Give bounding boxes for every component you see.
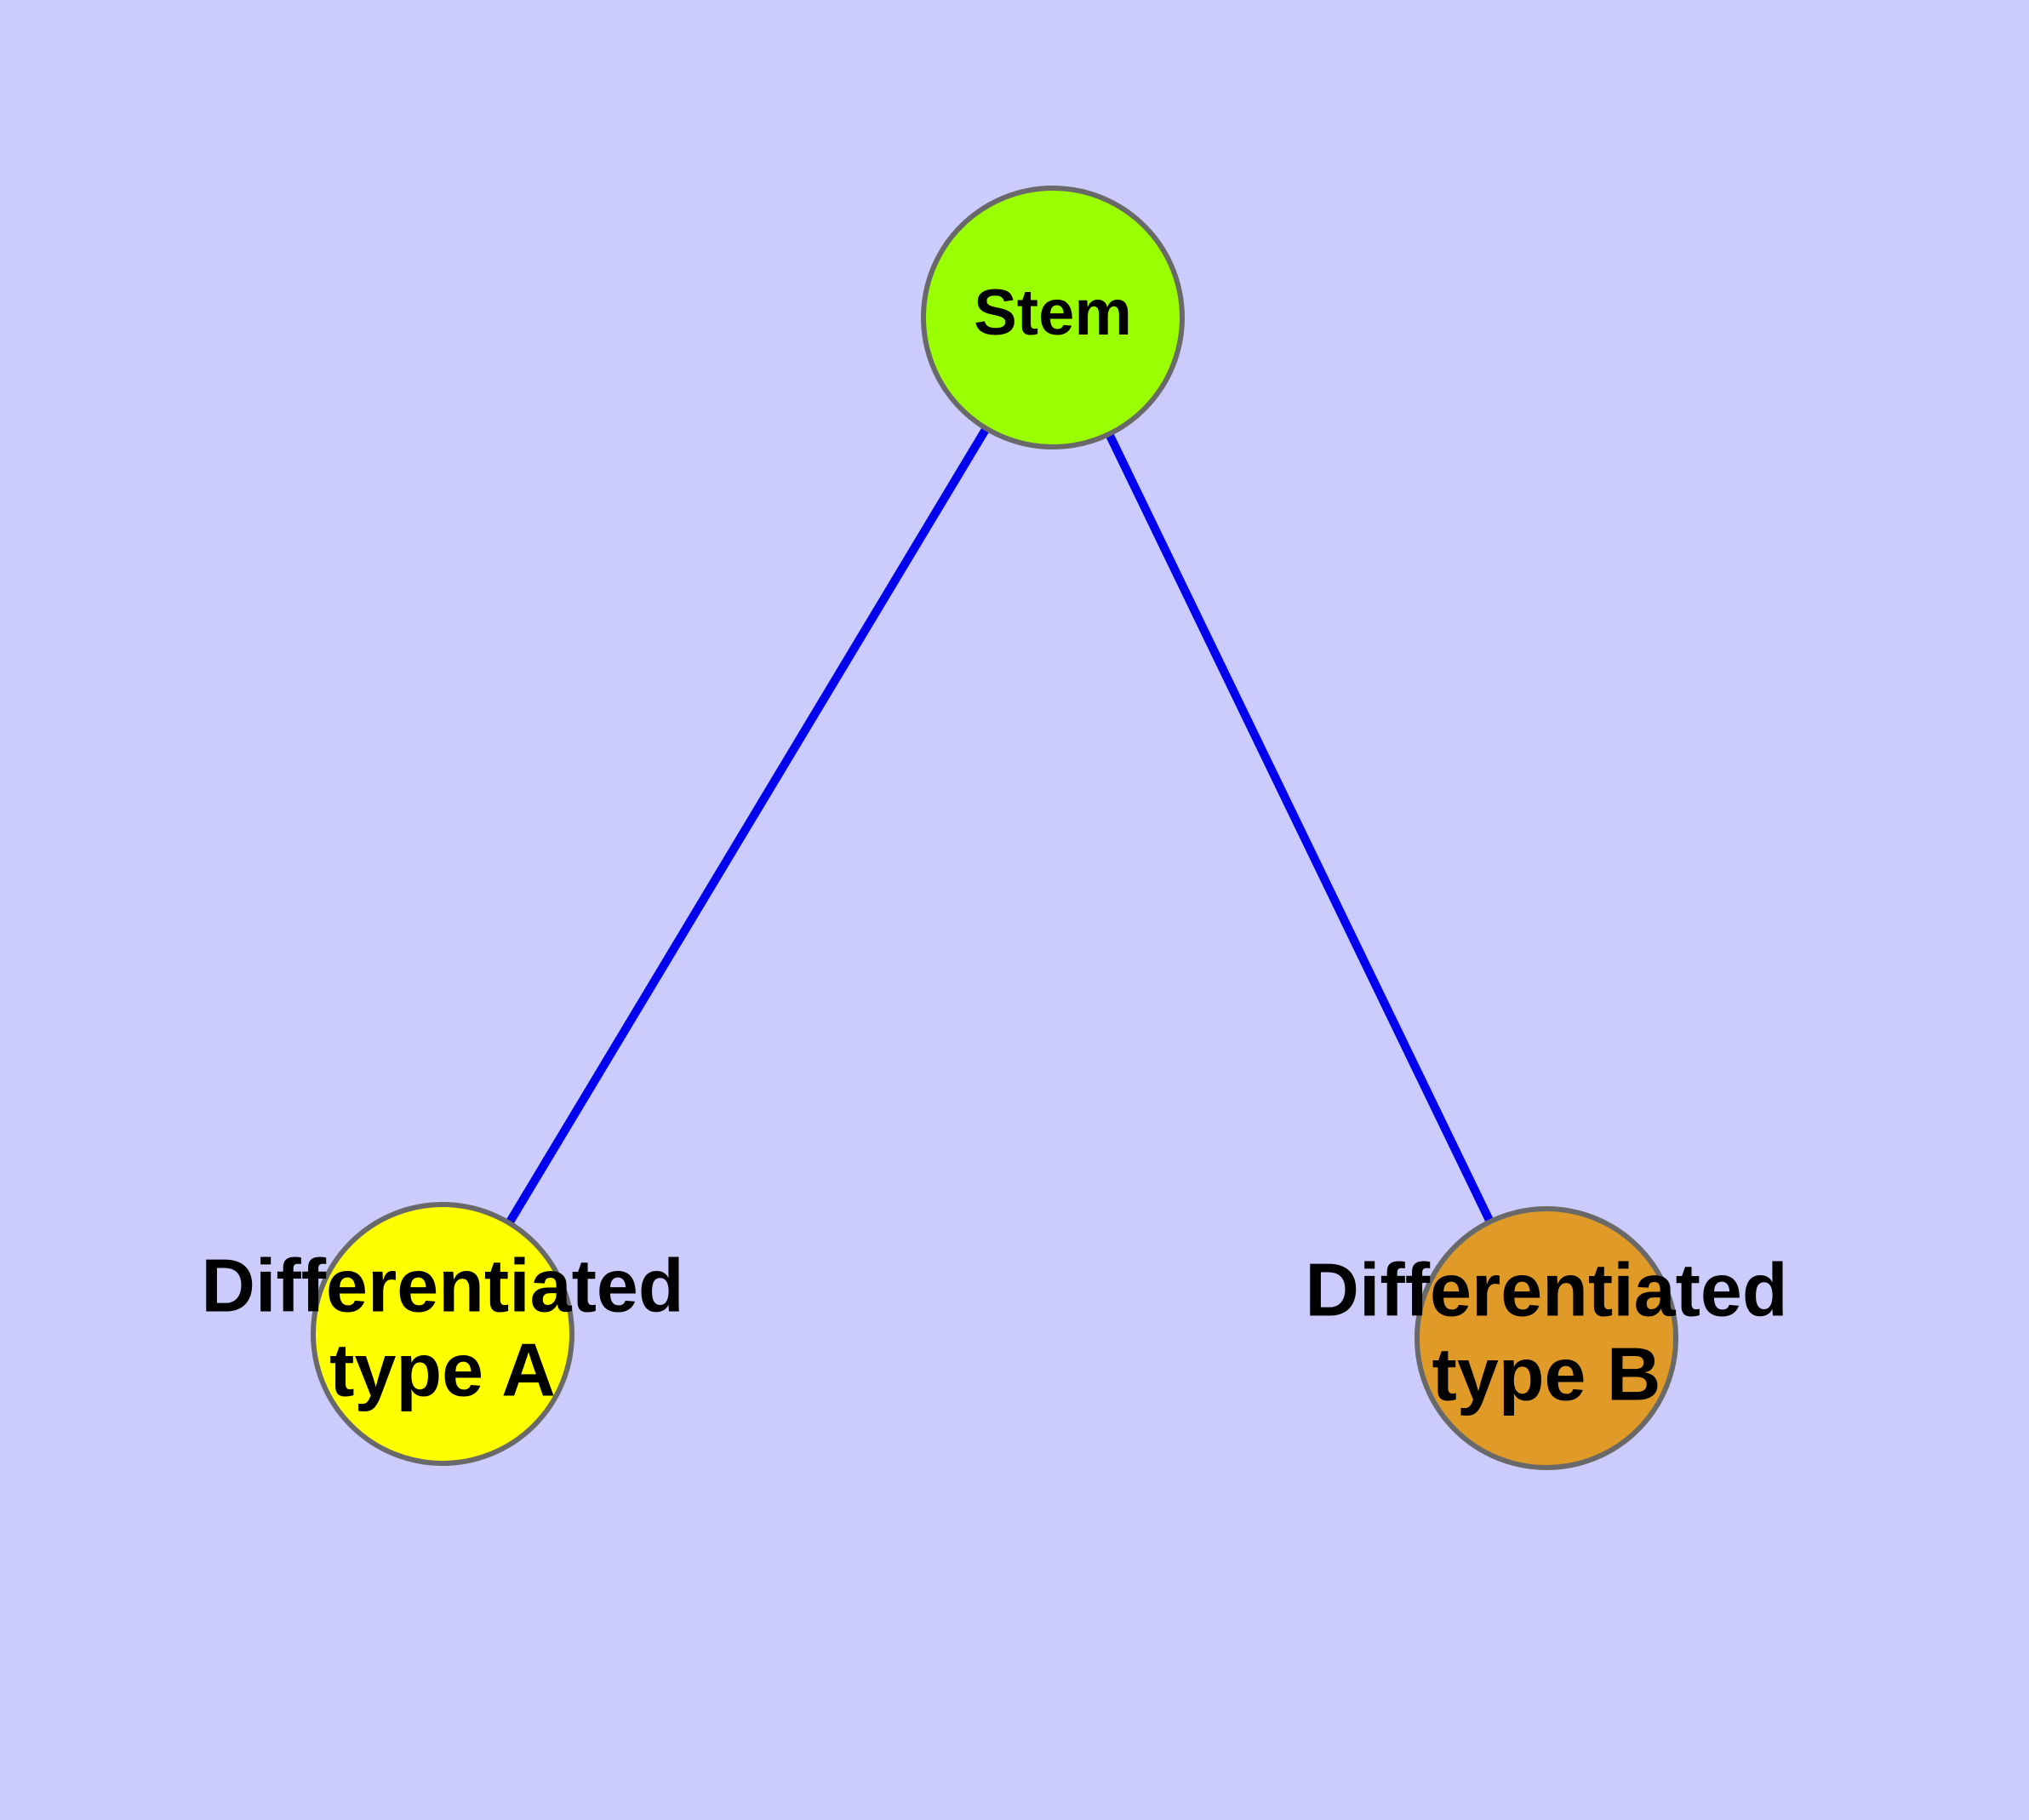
edge-stem-to-differentiated-type-a[interactable] [503, 423, 992, 1228]
node-stem-circle[interactable] [921, 186, 1185, 449]
node-stem[interactable] [921, 186, 1185, 449]
edge-layer [503, 423, 1496, 1228]
node-differentiated-type-b[interactable] [1415, 1206, 1678, 1470]
node-differentiated-type-a-circle[interactable] [311, 1202, 574, 1466]
node-stem-label: Stem [974, 277, 1132, 349]
node-differentiated-type-a[interactable] [311, 1202, 574, 1466]
edge-stem-to-differentiated-type-b[interactable] [1103, 429, 1496, 1227]
node-layer [311, 186, 1678, 1470]
node-differentiated-type-b-circle[interactable] [1415, 1206, 1678, 1470]
